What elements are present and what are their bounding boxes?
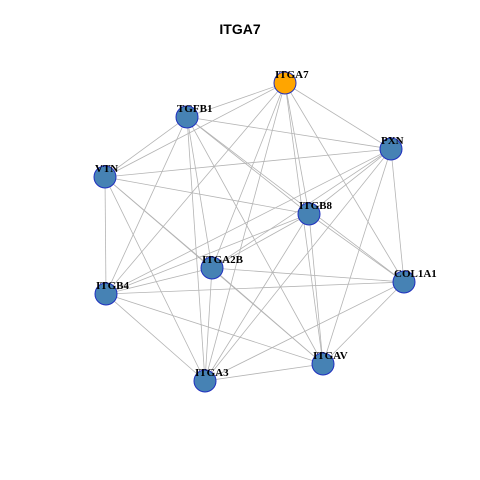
edge-itga7-pxn xyxy=(284,82,392,150)
edge-itgb4-itgav xyxy=(105,293,324,365)
node-tgfb1[interactable] xyxy=(175,105,199,129)
edge-itgav-itga3 xyxy=(204,363,324,382)
edge-itga7-itga2b xyxy=(211,82,286,269)
node-label-itga7: ITGA7 xyxy=(275,69,309,81)
node-label-vtn: VTN xyxy=(95,163,118,175)
edge-tgfb1-itgb4 xyxy=(105,116,188,295)
edge-itga2b-itgav xyxy=(211,267,324,365)
graph-title: ITGA7 xyxy=(219,21,261,37)
edge-tgfb1-itga3 xyxy=(186,116,206,382)
edge-itgb4-itga3 xyxy=(105,293,206,382)
edge-itgb8-itgav xyxy=(308,213,324,365)
node-label-itga2b: ITGA2B xyxy=(202,254,244,266)
edge-pxn-col1a1 xyxy=(390,148,405,283)
edge-itgb8-itga2b xyxy=(211,213,310,269)
node-label-itga3: ITGA3 xyxy=(195,367,229,379)
edge-vtn-itgb4 xyxy=(104,176,107,295)
edge-pxn-itga3 xyxy=(204,148,392,382)
node-label-itgav: ITGAV xyxy=(313,350,348,362)
node-pxn[interactable] xyxy=(379,137,403,161)
edge-tgfb1-pxn xyxy=(186,116,392,150)
edge-itgb8-itga3 xyxy=(204,213,310,382)
node-label-col1a1: COL1A1 xyxy=(394,268,437,280)
edge-itgb8-col1a1 xyxy=(308,213,405,283)
edge-pxn-itgb8 xyxy=(308,148,392,215)
edge-itga2b-itgb4 xyxy=(105,267,213,295)
node-layer xyxy=(93,71,416,393)
edge-itga7-itgb4 xyxy=(105,82,286,295)
edge-itga7-itgb8 xyxy=(284,82,310,215)
edge-itga2b-col1a1 xyxy=(211,267,405,283)
node-label-itgb8: ITGB8 xyxy=(299,200,333,212)
edge-itga7-col1a1 xyxy=(284,82,405,283)
node-label-pxn: PXN xyxy=(381,135,404,147)
edge-tgfb1-col1a1 xyxy=(186,116,405,283)
node-itga2b[interactable] xyxy=(200,256,224,280)
edge-tgfb1-itga2b xyxy=(186,116,213,269)
node-col1a1[interactable] xyxy=(392,270,416,294)
node-itgb4[interactable] xyxy=(94,282,118,306)
edge-tgfb1-vtn xyxy=(104,116,188,178)
edge-itga2b-itga3 xyxy=(204,267,213,382)
node-itgav[interactable] xyxy=(311,352,335,376)
edge-pxn-itgav xyxy=(322,148,392,365)
edge-col1a1-itga3 xyxy=(204,281,405,382)
edge-vtn-itga3 xyxy=(104,176,206,382)
edge-tgfb1-itgb8 xyxy=(186,116,310,215)
node-itga7[interactable] xyxy=(273,71,297,95)
node-label-itgb4: ITGB4 xyxy=(96,280,130,292)
edge-tgfb1-itgav xyxy=(186,116,324,365)
edge-itga7-tgfb1 xyxy=(186,82,286,118)
edge-col1a1-itgb4 xyxy=(105,281,405,295)
node-vtn[interactable] xyxy=(93,165,117,189)
edge-itga7-vtn xyxy=(104,82,286,178)
edge-layer xyxy=(104,82,405,382)
edge-itgb8-itgb4 xyxy=(105,213,310,295)
node-itga3[interactable] xyxy=(193,369,217,393)
node-itgb8[interactable] xyxy=(297,202,321,226)
edge-vtn-itgb8 xyxy=(104,176,310,215)
node-label-tgfb1: TGFB1 xyxy=(177,103,212,115)
edge-itga7-itga3 xyxy=(204,82,286,382)
edge-col1a1-itgav xyxy=(322,281,405,365)
edge-pxn-vtn xyxy=(104,148,392,178)
edge-pxn-itgb4 xyxy=(105,148,392,295)
